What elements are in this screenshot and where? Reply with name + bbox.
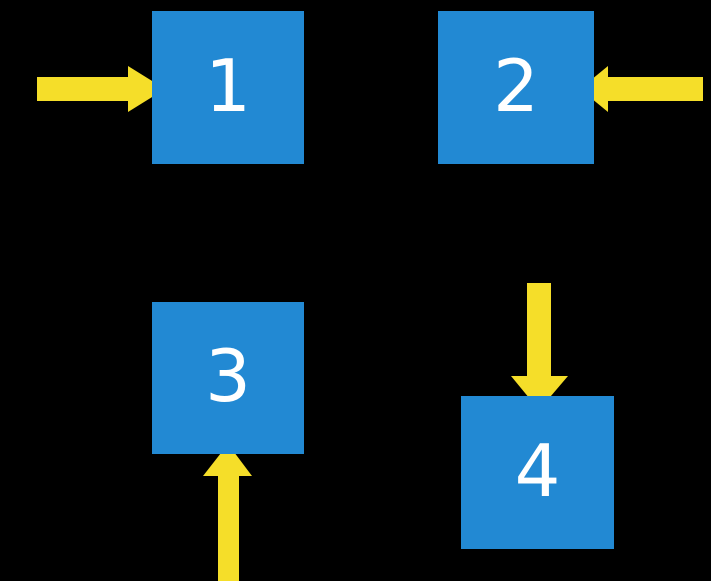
node-label-3: 3 bbox=[205, 334, 251, 418]
node-box-4[interactable]: 4 bbox=[461, 396, 614, 549]
node-box-2[interactable]: 2 bbox=[438, 11, 594, 164]
arrow-into-node-2-icon[interactable] bbox=[580, 66, 703, 112]
node-label-2: 2 bbox=[493, 43, 539, 128]
node-label-4: 4 bbox=[514, 428, 561, 513]
arrow-into-node-1-icon[interactable] bbox=[37, 66, 165, 112]
arrow-into-node-4-icon[interactable] bbox=[511, 283, 568, 410]
arrow-into-node-3-icon[interactable] bbox=[203, 444, 252, 581]
node-box-1[interactable]: 1 bbox=[152, 11, 304, 164]
node-box-3[interactable]: 3 bbox=[152, 302, 304, 454]
node-label-1: 1 bbox=[205, 43, 251, 128]
